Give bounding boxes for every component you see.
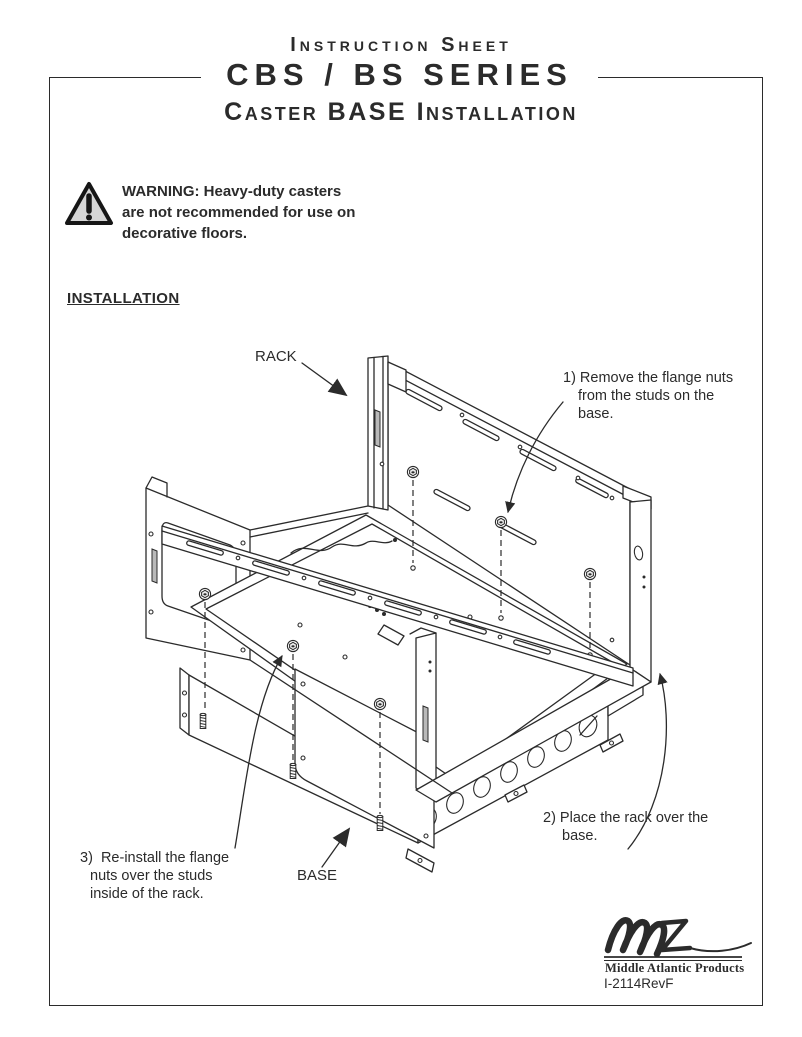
installation-heading: INSTALLATION — [67, 290, 180, 307]
base-stud — [376, 814, 384, 831]
page-subtitle: Caster BASE Installation — [224, 98, 578, 126]
flange-nut — [406, 465, 420, 479]
base-label: BASE — [297, 867, 338, 884]
middle-atlantic-script-logo — [596, 906, 766, 967]
rack-drawing — [145, 355, 652, 849]
rack-label: RACK — [255, 348, 297, 365]
callout-arrows — [234, 362, 668, 868]
base-arrow — [321, 827, 351, 868]
flange-nut — [373, 697, 387, 711]
step1-arrow — [505, 401, 564, 514]
warning-text: WARNING: Heavy-duty casters are not reco… — [122, 183, 356, 242]
base-stud — [289, 762, 297, 779]
flange-nuts-and-studs — [198, 465, 597, 831]
step-2-text: 2) Place the rack over the base. — [543, 810, 713, 844]
eyebrow-title: Instruction Sheet — [290, 34, 512, 56]
step-3-text: 3) Re-install the flange nuts over the s… — [80, 850, 234, 902]
flange-nut — [286, 639, 300, 653]
step2-arrow — [627, 672, 668, 850]
step3-arrow — [234, 654, 283, 849]
rack-arrow — [301, 362, 348, 397]
page-title: CBS / BS SERIES — [201, 57, 598, 93]
brand-name: Middle Atlantic Products — [605, 961, 745, 975]
base-stud — [199, 712, 207, 729]
step-1-text: 1) Remove the flange nuts from the studs… — [563, 370, 738, 422]
warning-triangle-icon — [63, 179, 115, 234]
flange-nut — [198, 587, 212, 601]
flange-nut — [583, 567, 597, 581]
document-number: I-2114RevF — [604, 976, 674, 991]
flange-nut — [494, 515, 508, 529]
